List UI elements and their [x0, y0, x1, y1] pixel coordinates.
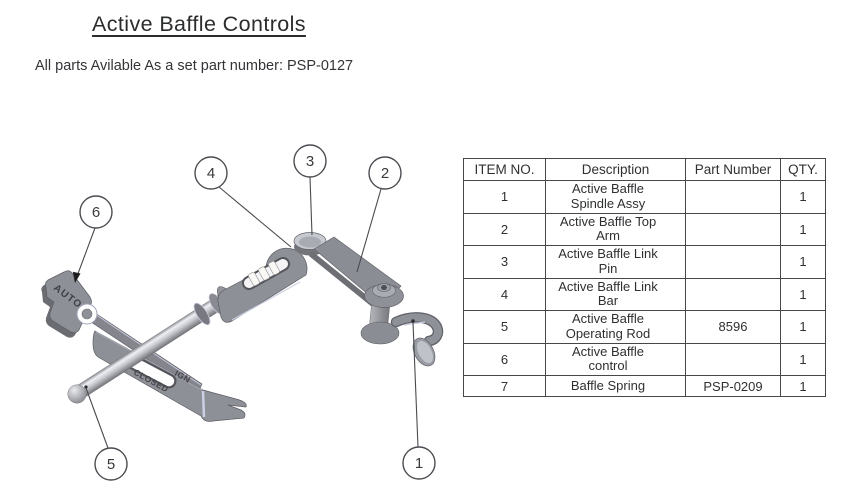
cell-item-no: 3	[463, 245, 546, 279]
table-row: 7 Baffle Spring PSP-0209 1	[463, 375, 826, 397]
cell-part-number: 8596	[685, 310, 781, 344]
svg-text:4: 4	[207, 165, 215, 182]
leader-line-5	[85, 387, 109, 449]
callout-balloon-3: 3	[293, 144, 327, 178]
table-row: 6 Active Baffle control 1	[463, 342, 826, 376]
assembly-group: AUTO CLOSED IGN	[41, 232, 444, 422]
cell-qty: 1	[780, 180, 826, 214]
subtitle-note: All parts Avilable As a set part number:…	[35, 58, 354, 74]
arm-boss-screw	[364, 283, 404, 308]
leader-line-6	[75, 227, 96, 280]
cell-item-no: 7	[463, 375, 546, 397]
cell-qty: 1	[780, 212, 826, 246]
parts-table: ITEM NO. Description Part Number QTY. 1 …	[463, 158, 826, 397]
cell-description: Active Baffle Spindle Assy	[545, 180, 686, 214]
leader-arrowhead-6	[72, 271, 81, 283]
leader-lines	[75, 176, 419, 449]
table-row: 3 Active Baffle Link Pin 1	[463, 245, 826, 279]
cell-description: Active Baffle Link Pin	[545, 245, 686, 279]
cell-part-number	[685, 180, 781, 214]
leader-line-1	[412, 321, 419, 448]
leader-dot-5	[84, 385, 88, 389]
leader-line-2	[356, 188, 382, 273]
cell-part-number	[685, 245, 781, 279]
callout-balloon-1: 1	[402, 446, 436, 480]
col-header-description: Description	[545, 158, 686, 181]
table-row: 5 Active Baffle Operating Rod 8596 1	[463, 310, 826, 344]
cell-part-number	[685, 342, 781, 376]
leader-line-4	[218, 186, 292, 248]
cell-qty: 1	[780, 245, 826, 279]
cell-qty: 1	[780, 277, 826, 311]
leader-dot-1	[411, 319, 415, 323]
operating-rod	[67, 285, 241, 404]
col-header-item-no: ITEM NO.	[463, 158, 546, 181]
col-header-qty: QTY.	[780, 158, 826, 181]
callout-balloon-5: 5	[94, 447, 128, 481]
cell-item-no: 4	[463, 277, 546, 311]
link-bar	[208, 247, 308, 323]
cell-description: Active Baffle control	[545, 342, 686, 376]
cell-part-number	[685, 212, 781, 246]
page-title: Active Baffle Controls	[92, 12, 306, 36]
table-header-row: ITEM NO. Description Part Number QTY.	[463, 158, 826, 181]
cell-qty: 1	[780, 342, 826, 376]
cell-qty: 1	[780, 375, 826, 397]
svg-text:1: 1	[415, 455, 423, 472]
auto-control-plate: AUTO	[41, 270, 98, 338]
callout-balloons: 6 4 3 2 5 1	[79, 144, 436, 481]
table-row: 2 Active Baffle Top Arm 1	[463, 212, 826, 246]
cell-item-no: 6	[463, 342, 546, 376]
callout-balloon-6: 6	[79, 195, 113, 229]
cell-item-no: 1	[463, 180, 546, 214]
baffle-spring	[248, 261, 280, 286]
callout-balloon-2: 2	[368, 156, 402, 190]
col-header-part-number: Part Number	[685, 158, 781, 181]
table-row: 4 Active Baffle Link Bar 1	[463, 277, 826, 311]
cell-description: Baffle Spring	[545, 375, 686, 397]
svg-text:3: 3	[306, 153, 314, 170]
cell-description: Active Baffle Link Bar	[545, 277, 686, 311]
svg-text:6: 6	[92, 204, 100, 221]
cell-description: Active Baffle Operating Rod	[545, 310, 686, 344]
cell-qty: 1	[780, 310, 826, 344]
cell-item-no: 2	[463, 212, 546, 246]
cell-part-number: PSP-0209	[685, 375, 781, 397]
cell-description: Active Baffle Top Arm	[545, 212, 686, 246]
spindle-assembly	[360, 299, 444, 367]
leader-line-3	[309, 176, 313, 236]
cell-part-number	[685, 277, 781, 311]
cell-item-no: 5	[463, 310, 546, 344]
callout-balloon-4: 4	[194, 156, 228, 190]
svg-text:5: 5	[107, 456, 115, 473]
svg-text:2: 2	[381, 165, 389, 182]
table-row: 1 Active Baffle Spindle Assy 1	[463, 180, 826, 214]
